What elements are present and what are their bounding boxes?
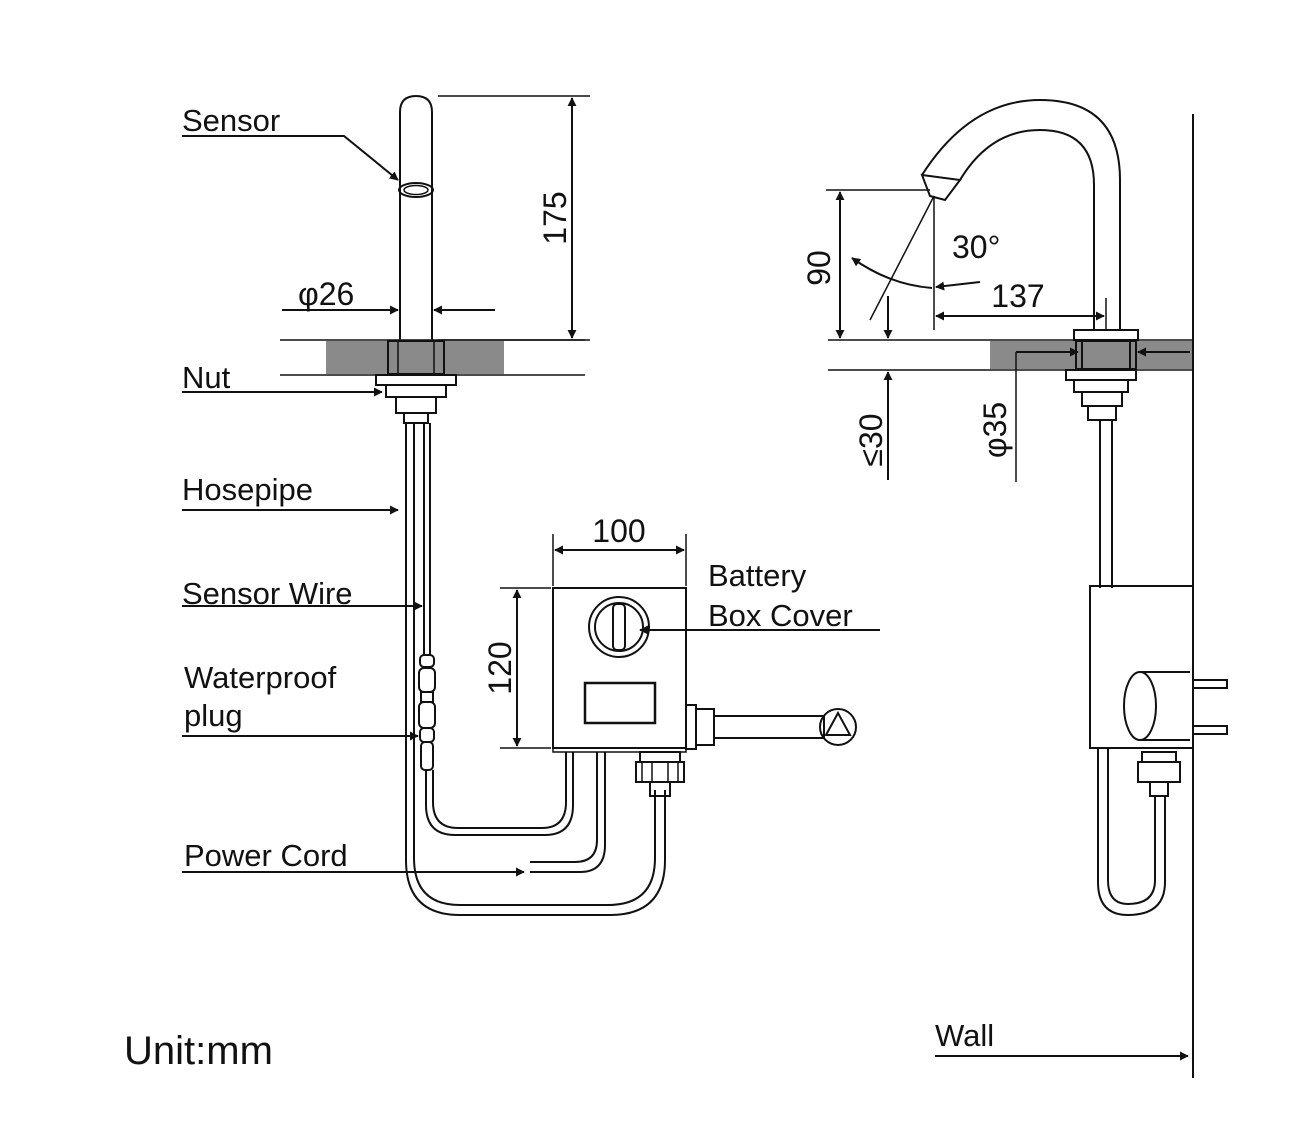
dim-100-label: 100 xyxy=(592,513,645,549)
label-power-cord: Power Cord xyxy=(182,838,525,877)
nut-front xyxy=(375,374,457,424)
dim-max-30: ≤30 xyxy=(853,296,893,480)
label-waterproof-plug-text-2: plug xyxy=(184,698,243,733)
dim-diameter-26-label: φ26 xyxy=(298,276,354,312)
unit-label: Unit:mm xyxy=(124,1029,273,1073)
dim-137: 137 xyxy=(935,278,1107,330)
label-waterproof-plug: Waterproof plug xyxy=(182,660,419,741)
spout-tube xyxy=(398,94,434,340)
pipe-and-box-side xyxy=(1089,420,1228,917)
countertop-side xyxy=(828,339,1193,371)
dim-diameter-35: φ35 xyxy=(977,347,1190,482)
label-sensor-text: Sensor xyxy=(182,103,280,138)
label-wall: Wall xyxy=(935,1018,1189,1061)
label-sensor-wire: Sensor Wire xyxy=(182,576,423,611)
dim-diameter-26: φ26 xyxy=(282,276,495,320)
gooseneck-spout xyxy=(920,98,1139,421)
dim-175-label: 175 xyxy=(537,191,573,244)
dim-max-30-label: ≤30 xyxy=(853,413,889,466)
dim-angle-30-label: 30° xyxy=(952,229,1000,265)
dim-diameter-35-label: φ35 xyxy=(977,402,1013,458)
front-view: 175 φ26 100 120 Sensor xyxy=(182,94,880,916)
dim-100: 100 xyxy=(552,513,687,586)
dim-angle-30: 30° xyxy=(851,195,1000,330)
label-battery-box-cover-text-2: Box Cover xyxy=(708,598,853,633)
label-sensor: Sensor xyxy=(182,103,399,181)
label-hosepipe-text: Hosepipe xyxy=(182,472,313,507)
dim-90: 90 xyxy=(801,189,930,339)
countertop-front xyxy=(280,339,585,376)
hoses-front xyxy=(405,423,666,916)
dim-175: 175 xyxy=(438,95,590,341)
dim-120-label: 120 xyxy=(482,641,518,694)
label-battery-box-cover: Battery Box Cover xyxy=(639,558,880,635)
label-power-cord-text: Power Cord xyxy=(184,838,348,873)
label-hosepipe: Hosepipe xyxy=(182,472,399,515)
dim-90-label: 90 xyxy=(801,250,837,286)
side-view: 90 30° 137 ≤30 φ35 xyxy=(801,98,1228,1078)
dim-137-label: 137 xyxy=(991,278,1044,314)
label-battery-box-cover-text-1: Battery xyxy=(708,558,807,593)
label-nut-text: Nut xyxy=(182,360,231,395)
label-nut: Nut xyxy=(182,360,383,397)
label-wall-text: Wall xyxy=(935,1018,994,1053)
label-waterproof-plug-text-1: Waterproof xyxy=(184,660,337,695)
dim-120: 120 xyxy=(482,587,551,749)
